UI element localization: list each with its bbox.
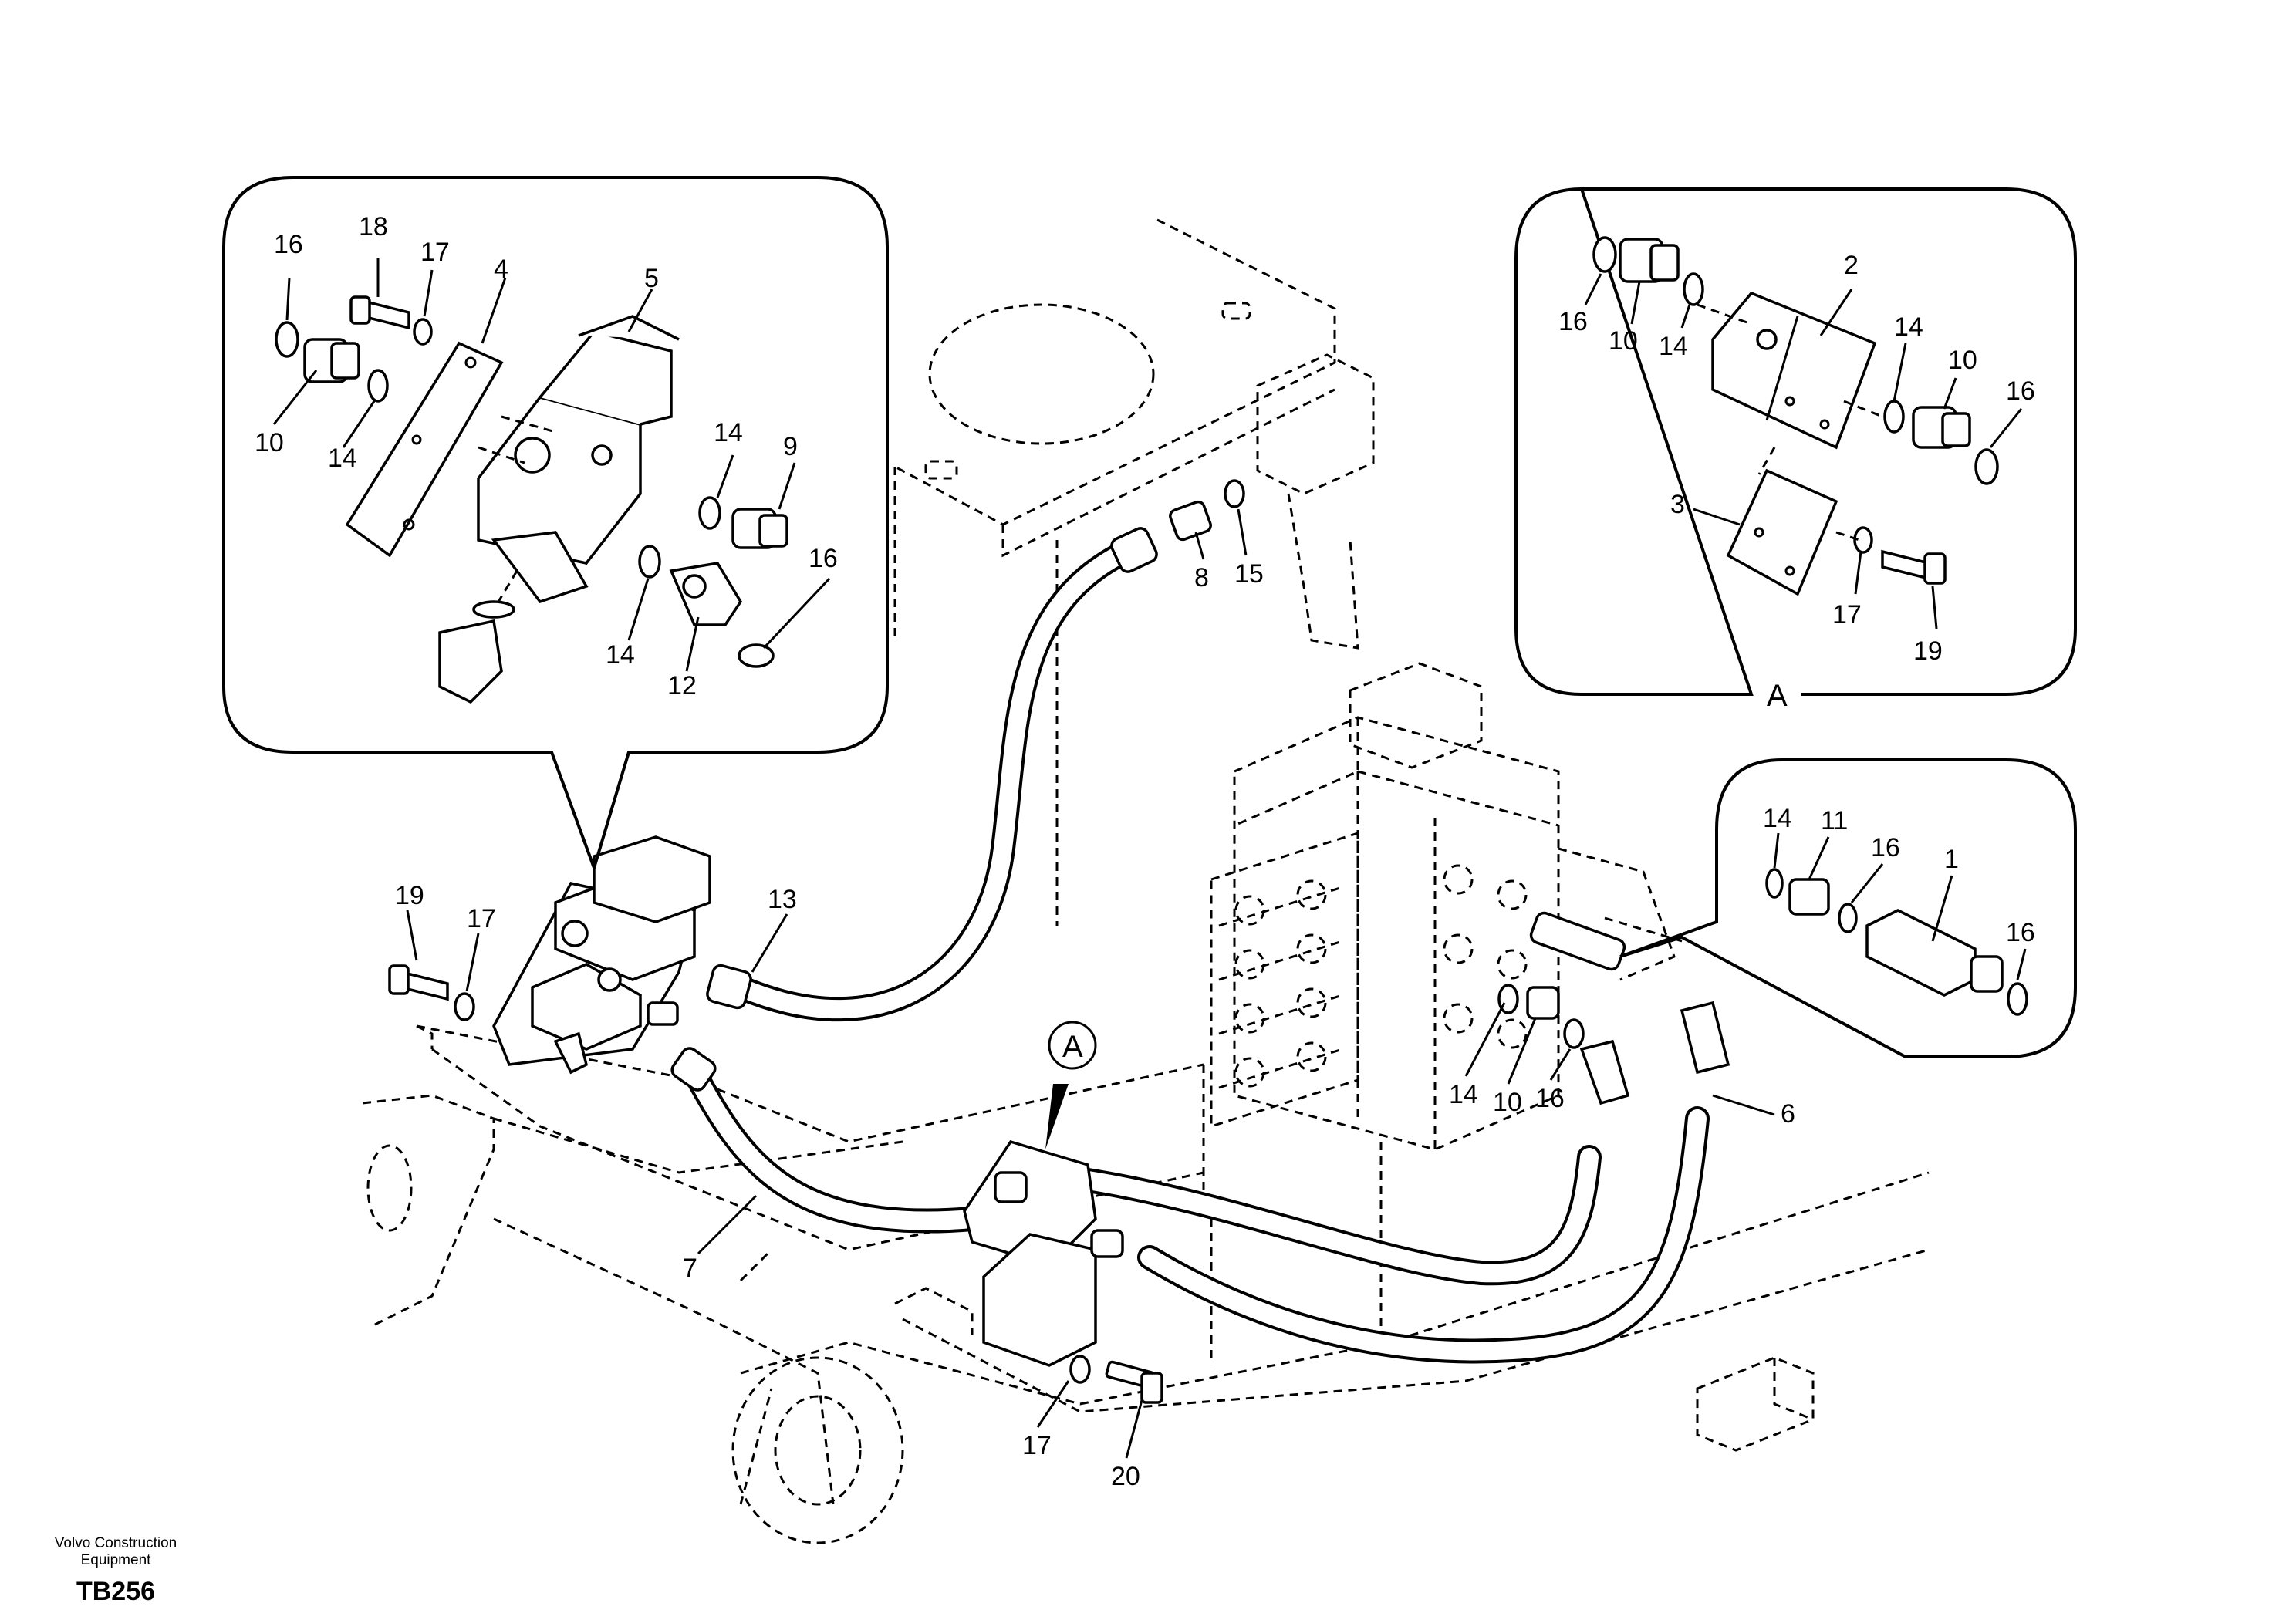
label-16: 16 — [274, 230, 303, 259]
label-9: 9 — [783, 432, 798, 461]
brand-line-1: Volvo Construction — [54, 1535, 177, 1551]
label-17: 17 — [1832, 600, 1862, 629]
label-18: 18 — [359, 212, 388, 241]
label-16: 16 — [2006, 918, 2035, 947]
machine-outline — [362, 218, 1930, 1544]
label-14: 14 — [1763, 804, 1792, 833]
label-19: 19 — [395, 881, 424, 910]
label-14: 14 — [1449, 1080, 1478, 1109]
labels-main: 19 17 13 8 15 14 10 16 6 7 17 20 A — [395, 559, 1795, 1491]
label-11: 11 — [1821, 806, 1848, 835]
control-valve-dashed — [1210, 662, 1683, 1151]
label-16: 16 — [1535, 1084, 1565, 1113]
label-16: 16 — [809, 544, 838, 573]
label-15: 15 — [1234, 559, 1264, 589]
label-10: 10 — [1948, 346, 1977, 375]
hoses — [682, 535, 1710, 1364]
label-7: 7 — [683, 1254, 697, 1283]
label-19: 19 — [1913, 636, 1943, 666]
label-16: 16 — [1871, 833, 1900, 862]
label-12: 12 — [667, 671, 697, 700]
inset-right — [1619, 758, 2077, 1058]
label-14: 14 — [606, 640, 635, 670]
label-10: 10 — [1609, 326, 1638, 356]
label-16: 16 — [1558, 307, 1588, 336]
label-14: 14 — [1659, 332, 1688, 361]
label-3: 3 — [1670, 490, 1685, 519]
label-4: 4 — [494, 255, 508, 284]
label-17: 17 — [420, 238, 450, 267]
inset-a — [1514, 187, 2077, 696]
label-8: 8 — [1194, 563, 1209, 592]
callout-letter-a: A — [1062, 1030, 1083, 1064]
label-10: 10 — [1493, 1088, 1522, 1117]
label-10: 10 — [255, 428, 284, 457]
drawing-code: TB256 — [76, 1577, 156, 1606]
brand-line-2: Equipment — [80, 1552, 151, 1568]
main-parts — [388, 479, 1730, 1404]
inset-a-caption: A — [1767, 679, 1788, 713]
label-5: 5 — [644, 264, 659, 293]
inset-left — [222, 176, 889, 873]
label-16: 16 — [2006, 376, 2035, 406]
label-20: 20 — [1111, 1462, 1140, 1491]
labels-inset-right: 14 11 16 1 16 — [1763, 804, 2035, 947]
leader-lines — [272, 258, 2027, 1459]
labels-inset-a: 16 10 14 2 14 10 16 3 17 19 A — [1558, 251, 2035, 713]
label-1: 1 — [1944, 845, 1959, 874]
label-13: 13 — [768, 885, 797, 914]
labels-inset-left: 16 18 17 4 5 10 14 14 9 16 14 12 — [255, 212, 838, 700]
footer: Volvo Construction Equipment TB256 — [31, 1535, 201, 1607]
label-6: 6 — [1781, 1099, 1795, 1129]
label-14: 14 — [328, 444, 357, 473]
label-17: 17 — [467, 904, 496, 933]
label-17: 17 — [1022, 1431, 1052, 1460]
label-14: 14 — [714, 418, 743, 447]
label-14: 14 — [1894, 312, 1923, 342]
label-2: 2 — [1844, 251, 1859, 280]
